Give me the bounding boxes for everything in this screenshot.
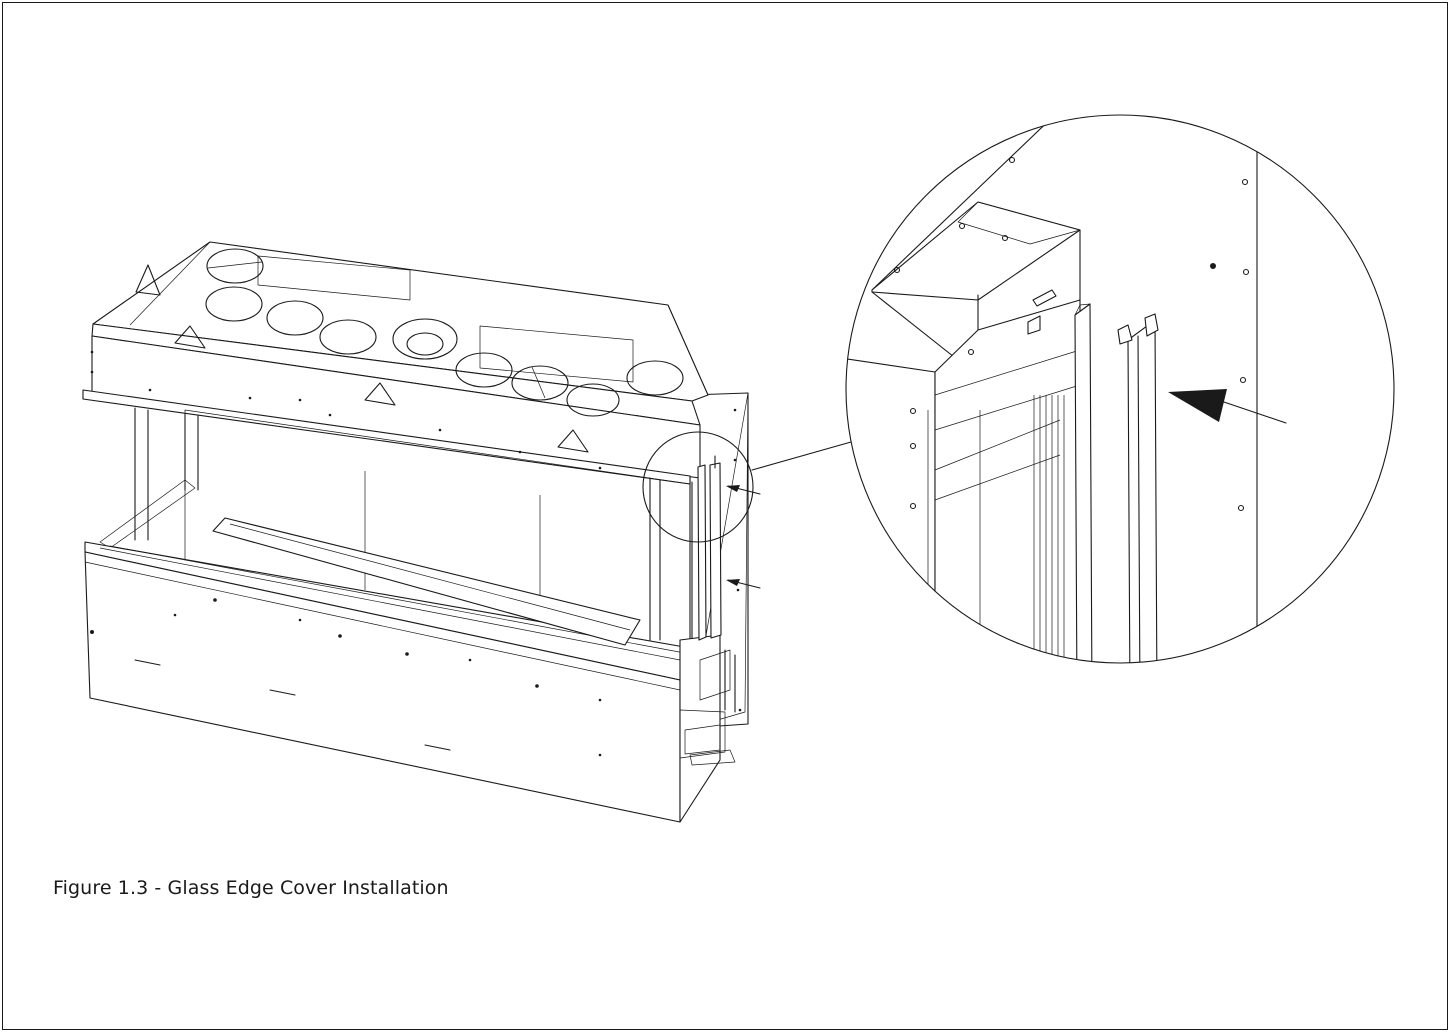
detail-callout-small xyxy=(642,431,852,543)
figure-caption: Figure 1.3 - Glass Edge Cover Installati… xyxy=(53,877,449,899)
enlarged-detail-view xyxy=(845,114,1395,664)
install-arrows-main xyxy=(726,485,761,589)
mounting-brackets xyxy=(135,264,589,453)
glass-edge-cover-detail xyxy=(1117,313,1159,663)
vent-openings xyxy=(205,248,684,417)
install-arrow-detail xyxy=(1168,389,1287,424)
fastener-dots xyxy=(90,350,742,757)
fireplace-assembly xyxy=(82,241,761,823)
glass-edge-covers-main xyxy=(697,455,722,641)
